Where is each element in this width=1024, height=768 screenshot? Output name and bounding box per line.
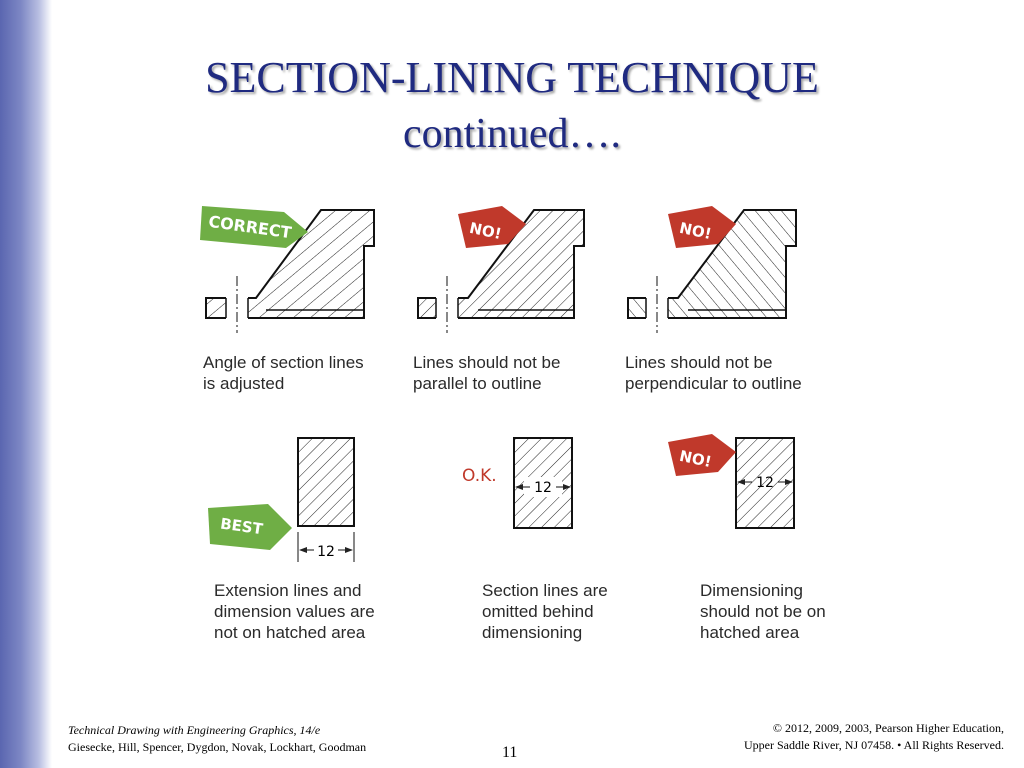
caption-not-parallel: Lines should not be parallel to outline	[413, 353, 561, 393]
caption-not-on-hatched: Dimensioning should not be on hatched ar…	[700, 581, 826, 642]
caption-omitted-behind: Section lines are omitted behind dimensi…	[482, 581, 608, 642]
caption-not-perpendicular: Lines should not be perpendicular to out…	[625, 353, 802, 393]
footer-copyright-line2: Upper Saddle River, NJ 07458. • All Righ…	[743, 738, 1004, 752]
dimension-label: 12	[534, 480, 552, 496]
dimension-label: 12	[756, 475, 774, 491]
tag-no-perpendicular: NO!	[668, 206, 736, 248]
slide-subtitle: continued….	[402, 111, 622, 157]
part-perpendicular	[627, 209, 797, 333]
tag-no-bottom: NO!	[668, 434, 736, 476]
footer-left: Technical Drawing with Engineering Graph…	[68, 722, 366, 756]
slide-title: SECTION-LINING TECHNIQUE	[205, 53, 819, 102]
footer-right: © 2012, 2009, 2003, Pearson Higher Educa…	[744, 720, 1004, 754]
tag-best-label: BEST	[219, 514, 265, 538]
ok-label: O.K.	[462, 466, 497, 486]
caption-angle-adjusted: Angle of section lines is adjusted	[203, 353, 364, 393]
caption-extension-lines: Extension lines and dimension values are…	[214, 581, 375, 642]
page-number: 11	[502, 744, 518, 761]
footer-copyright-line1: © 2012, 2009, 2003, Pearson Higher Educa…	[772, 721, 1004, 735]
part-correct	[205, 209, 375, 333]
block-best: 12	[297, 437, 355, 562]
section-lining-figure: CORRECT NO! NO!	[196, 198, 836, 648]
figure-drawing: CORRECT NO! NO!	[200, 206, 797, 562]
block-ok: 12	[513, 437, 573, 529]
footer-book-title: Technical Drawing with Engineering Graph…	[68, 723, 321, 737]
tag-no-parallel: NO!	[458, 206, 526, 248]
footer-authors: Giesecke, Hill, Spencer, Dygdon, Novak, …	[68, 740, 367, 754]
tag-correct: CORRECT	[200, 206, 308, 248]
part-parallel	[417, 209, 585, 333]
block-no: 12	[735, 437, 795, 529]
tag-best: BEST	[208, 504, 292, 550]
side-accent-bar	[0, 0, 52, 768]
dimension-label: 12	[317, 544, 335, 560]
